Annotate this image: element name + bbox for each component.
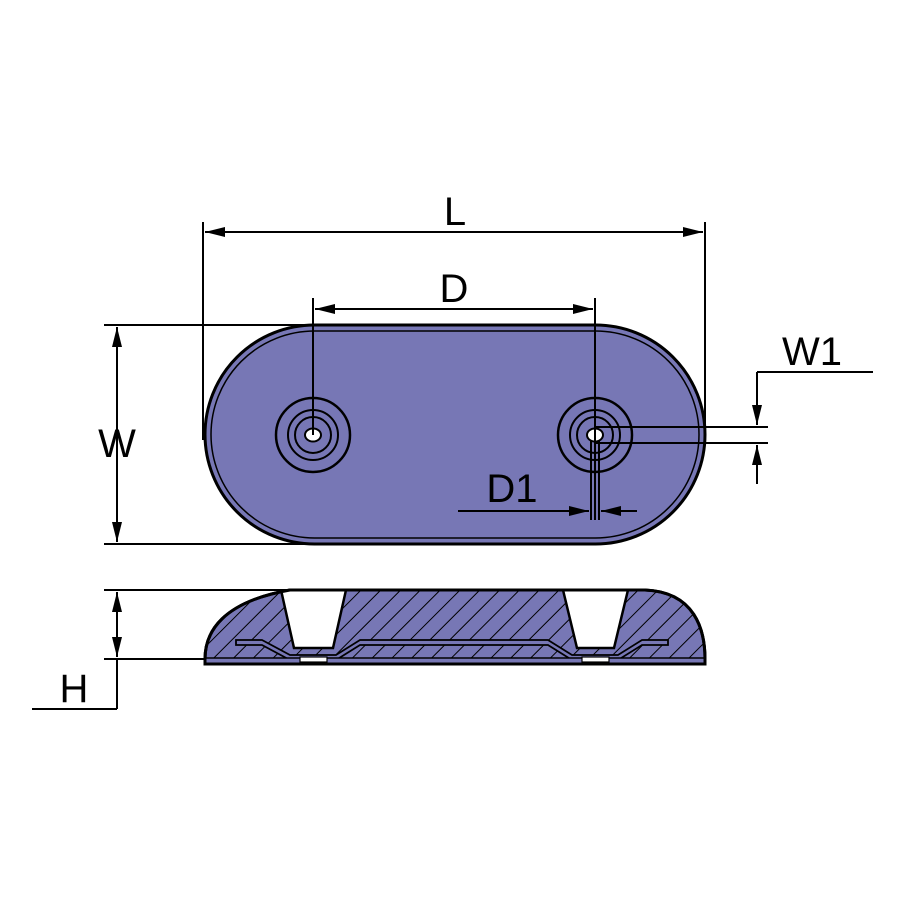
dimension-h: H [32, 589, 290, 711]
section-hole-left [279, 590, 348, 650]
dimension-label-w1: W1 [782, 330, 842, 374]
dimension-label-d1: D1 [486, 467, 537, 511]
plate-inner-edge [210, 330, 700, 539]
section-view: H [32, 588, 707, 711]
dimension-w: W [98, 324, 310, 545]
dimension-label-w: W [98, 422, 136, 466]
dimension-d1: D1 [458, 440, 637, 520]
section-hole-right [561, 590, 630, 650]
dimension-label-d: D [440, 267, 469, 311]
dimension-label-l: L [444, 190, 466, 234]
dimension-w1: W1 [595, 330, 873, 484]
dimension-l: L [202, 190, 706, 440]
top-view: L D W W1 [98, 190, 873, 546]
dimension-label-h: H [60, 667, 89, 711]
dimension-d: D [312, 267, 596, 520]
